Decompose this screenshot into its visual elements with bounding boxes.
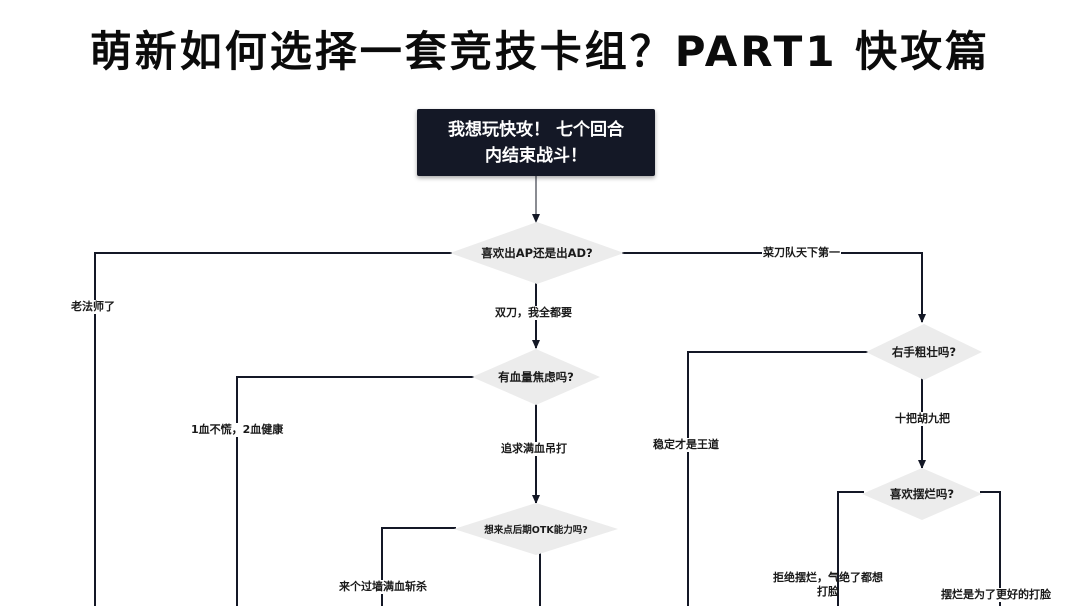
- decision-right-hand: 右手粗壮吗?: [866, 324, 982, 380]
- page-title: 萌新如何选择一套竞技卡组？PART1 快攻篇: [89, 27, 991, 76]
- decision-ap-or-ad-label: 喜欢出AP还是出AD?: [481, 246, 593, 260]
- edge-giveup-refuse: [837, 491, 864, 606]
- start-node: 我想玩快攻！ 七个回合 内结束战斗！: [417, 109, 655, 176]
- edge-righthand-stable: [687, 351, 868, 606]
- edge-label-kitchen-knife: 菜刀队天下第一: [762, 246, 841, 260]
- edge-giveup-better: [980, 491, 1001, 606]
- diamond-shape: [454, 503, 618, 555]
- decision-give-up-label: 喜欢摆烂吗?: [889, 487, 955, 501]
- edge-label-ten-rolls: 十把胡九把: [894, 412, 951, 426]
- diamond-shape: [450, 222, 624, 284]
- diamond-shape: [862, 468, 982, 520]
- decision-hp-anxiety: 有血量焦虑吗?: [472, 349, 600, 405]
- decision-hp-anxiety-label: 有血量焦虑吗?: [498, 370, 574, 384]
- edge-label-full-hp: 追求满血吊打: [500, 442, 568, 456]
- decision-ap-or-ad: 喜欢出AP还是出AD?: [450, 222, 624, 284]
- edge-label-wall-kill: 来个过墙满血斩杀: [338, 580, 428, 594]
- edge-otk-wall: [381, 527, 456, 606]
- edge-apad-old-mage: [94, 252, 452, 606]
- edge-label-old-mage: 老法师了: [70, 300, 116, 314]
- edge-label-dual-blade: 双刀，我全都要: [494, 306, 573, 320]
- decision-right-hand-label: 右手粗壮吗?: [891, 345, 957, 359]
- decision-give-up: 喜欢摆烂吗?: [862, 468, 982, 520]
- decision-otk: 想来点后期OTK能力吗?: [454, 503, 618, 555]
- edge-apad-knife: [622, 252, 926, 323]
- diamond-shape: [472, 349, 600, 405]
- edge-label-stable: 稳定才是王道: [652, 438, 720, 452]
- edge-label-refuse-giveup: 拒绝摆烂，气绝了都想 打脸: [773, 571, 883, 598]
- edge-label-hp-fine: 1血不慌，2血健康: [190, 423, 285, 437]
- edge-label-giveup-better: 摆烂是为了更好的打脸: [940, 588, 1052, 602]
- decision-otk-label: 想来点后期OTK能力吗?: [484, 525, 588, 536]
- edge-hp-fine: [236, 376, 474, 606]
- diamond-shape: [866, 324, 982, 380]
